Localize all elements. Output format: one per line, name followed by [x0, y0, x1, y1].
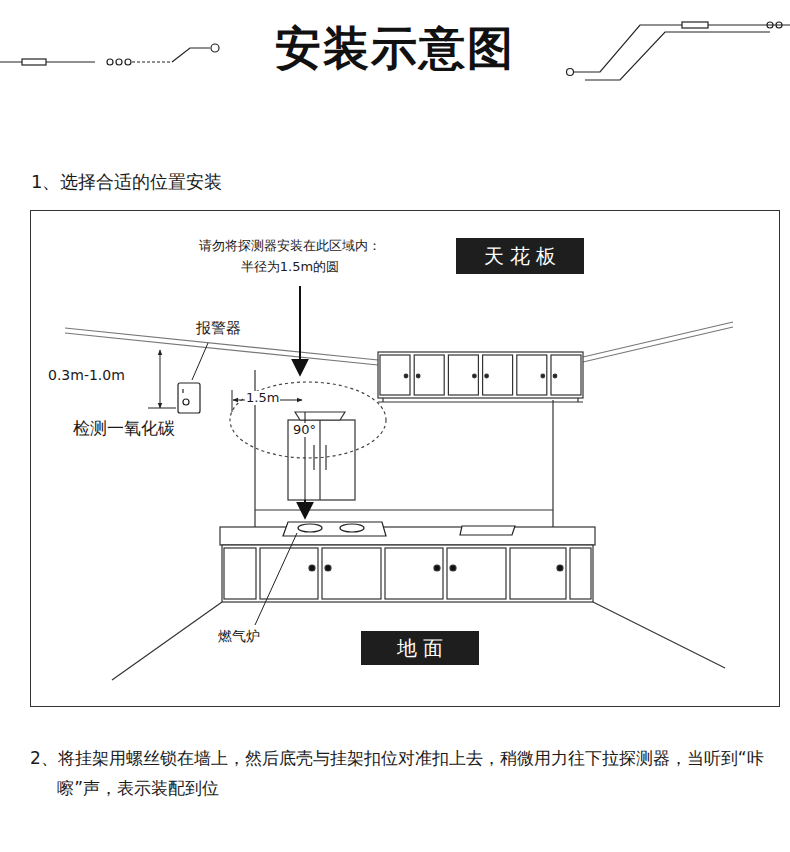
- floor-line: [112, 602, 725, 680]
- tag-text: 地 面: [397, 636, 443, 660]
- gas-stove: [283, 522, 386, 536]
- page-title: 安装示意图: [0, 18, 790, 80]
- diagram-frame: 1、选择合适的位置安装天 花 板地 面: [30, 210, 780, 707]
- base-cabinet: [220, 527, 595, 602]
- leader-line: [255, 533, 297, 625]
- leader-line: [192, 343, 208, 380]
- floor-tag: 地 面: [361, 631, 479, 665]
- pointer-arrow: [299, 286, 301, 375]
- zone-note: 请勿将探测器安装在此区域内：: [199, 238, 381, 254]
- dimension-tick: [148, 408, 176, 409]
- section-heading: 1、选择合适的位置安装: [31, 171, 222, 193]
- ceiling-tag: 天 花 板: [456, 238, 584, 274]
- part-note: 检测一氧化碳: [73, 418, 175, 438]
- dimension-line: [160, 350, 161, 408]
- zone-note: 半径为1.5m的圆: [241, 259, 339, 275]
- range-hood: [288, 412, 355, 500]
- dimension-tick: [232, 390, 233, 412]
- forbidden-zone: [230, 382, 386, 458]
- dimension: 1.5m: [245, 391, 280, 405]
- upper-cabinet: [378, 352, 583, 402]
- pointer-arrow: [304, 500, 306, 518]
- angle: 90°: [292, 423, 317, 437]
- dimension: 0.3m-1.0m: [48, 367, 125, 384]
- part-name: 报警器: [196, 319, 241, 337]
- tag-text: 天 花 板: [484, 244, 557, 268]
- sink: [460, 526, 515, 535]
- step-note: 2、将挂架用螺丝锁在墙上，然后底壳与挂架扣位对准扣上去，稍微用力往下拉探测器，当…: [30, 744, 775, 804]
- part-name: 燃气炉: [218, 628, 260, 645]
- alarm-device: [178, 383, 200, 413]
